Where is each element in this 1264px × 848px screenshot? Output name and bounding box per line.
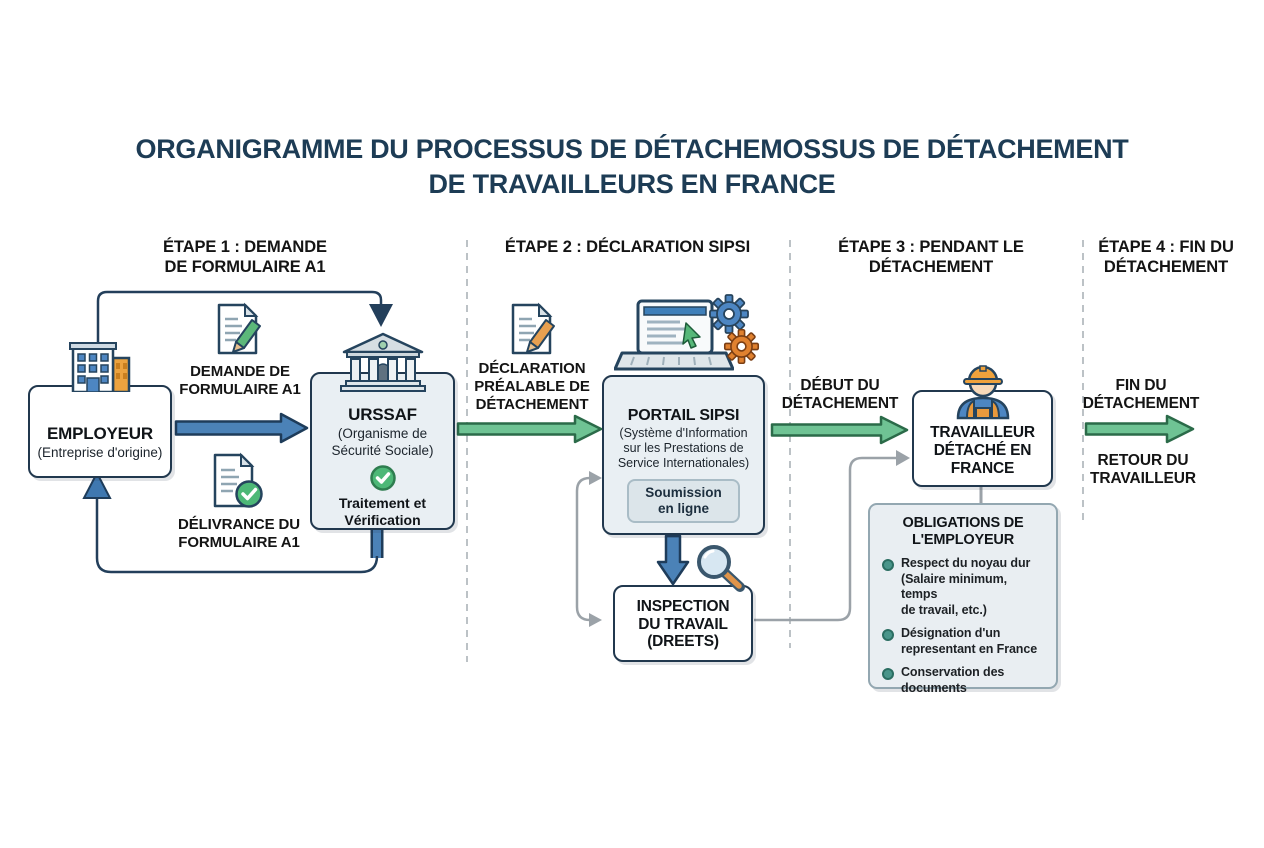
obligation-bullet: Respect du noyau dur (Salaire minimum, t… bbox=[901, 556, 1031, 617]
column-dividers bbox=[466, 240, 1084, 662]
worker-icon bbox=[950, 356, 1016, 425]
label-fin-detachement: FIN DU DÉTACHEMENT bbox=[1082, 377, 1200, 412]
step-header-4: ÉTAPE 4 : FIN DU DÉTACHEMENT bbox=[1098, 238, 1234, 276]
step-header-1: ÉTAPE 1 : DEMANDE DE FORMULAIRE A1 bbox=[163, 238, 327, 276]
urssaf-subtitle: (Organisme de Sécurité Sociale) bbox=[331, 426, 434, 458]
employer-title: EMPLOYEUR bbox=[47, 424, 153, 443]
obligations-list: Respect du noyau dur (Salaire minimum, t… bbox=[882, 556, 1044, 696]
list-item: Conservation des documents bbox=[882, 665, 1044, 696]
step-header-3: ÉTAPE 3 : PENDANT LE DÉTACHEMENT bbox=[838, 238, 1024, 276]
label-demande-a1: DEMANDE DE FORMULAIRE A1 bbox=[179, 363, 301, 398]
bullet-dot-icon bbox=[882, 629, 894, 641]
list-item: Désignation d'un representant en France bbox=[882, 626, 1044, 657]
urssaf-title: URSSAF bbox=[348, 405, 417, 424]
grey-arrowheads bbox=[589, 450, 910, 627]
arrow-green-debut bbox=[770, 415, 909, 445]
node-obligations: OBLIGATIONS DE L'EMPLOYEUR Respect du no… bbox=[868, 503, 1058, 695]
arrow-green-urssaf-sipsi bbox=[456, 414, 603, 444]
page-title-line1: ORGANIGRAMME DU PROCESSUS DE DÉTACHEMOSS… bbox=[135, 134, 1129, 164]
arrow-blue-employer-urssaf bbox=[174, 412, 309, 444]
laptop-icon bbox=[613, 299, 735, 382]
employer-subtitle: (Entreprise d'origine) bbox=[37, 445, 163, 460]
obligation-bullet: Conservation des documents bbox=[901, 665, 1005, 695]
node-sipsi: PORTAIL SIPSI (Système d'Information sur… bbox=[602, 375, 765, 535]
worker-title: TRAVAILLEUR DÉTACHÉ EN FRANCE bbox=[930, 424, 1035, 477]
node-urssaf: URSSAF (Organisme de Sécurité Sociale) T… bbox=[310, 372, 455, 530]
list-item: Respect du noyau dur (Salaire minimum, t… bbox=[882, 556, 1044, 618]
page-title-line2: DE TRAVAILLEURS EN FRANCE bbox=[428, 169, 836, 199]
gear-blue-icon bbox=[708, 293, 750, 340]
building-icon bbox=[57, 340, 143, 397]
loop-top-arrow bbox=[96, 290, 393, 386]
magnifier-icon bbox=[692, 542, 752, 599]
label-declaration-prealable: DÉCLARATION PRÉALABLE DE DÉTACHEMENT bbox=[474, 360, 590, 413]
arrow-green-fin bbox=[1084, 414, 1195, 444]
sipsi-subtitle: (Système d'Information sur les Prestatio… bbox=[617, 426, 750, 470]
label-debut-detachement: DÉBUT DU DÉTACHEMENT bbox=[781, 377, 899, 412]
sipsi-submit-button: Soumission en ligne bbox=[627, 479, 740, 523]
bullet-dot-icon bbox=[882, 668, 894, 680]
step-header-2: ÉTAPE 2 : DÉCLARATION SIPSI bbox=[504, 238, 751, 256]
label-retour-travailleur: RETOUR DU TRAVAILLEUR bbox=[1090, 452, 1196, 487]
gear-orange-icon bbox=[723, 328, 760, 370]
document-pencil-green-icon bbox=[212, 302, 266, 363]
obligation-bullet: Désignation d'un representant en France bbox=[901, 626, 1038, 656]
inspection-title: INSPECTION DU TRAVAIL (DREETS) bbox=[636, 598, 730, 650]
node-employer: EMPLOYEUR (Entreprise d'origine) bbox=[28, 385, 172, 478]
document-check-icon bbox=[208, 452, 264, 517]
bullet-dot-icon bbox=[882, 559, 894, 571]
urssaf-note: Traitement et Vérification bbox=[338, 495, 427, 528]
document-pencil-orange-icon bbox=[506, 302, 560, 363]
obligations-title: OBLIGATIONS DE L'EMPLOYEUR bbox=[902, 515, 1024, 548]
arrow-blue-sipsi-inspection bbox=[656, 534, 690, 586]
bank-icon bbox=[336, 331, 430, 398]
label-delivrance-a1: DÉLIVRANCE DU FORMULAIRE A1 bbox=[177, 516, 301, 551]
sipsi-title: PORTAIL SIPSI bbox=[627, 407, 740, 424]
loop-return-arrow bbox=[82, 470, 384, 574]
page-title: ORGANIGRAMME DU PROCESSUS DE DÉTACHEMOSS… bbox=[0, 132, 1264, 202]
node-inspection: INSPECTION DU TRAVAIL (DREETS) bbox=[613, 585, 753, 662]
check-circle-icon bbox=[369, 464, 397, 492]
